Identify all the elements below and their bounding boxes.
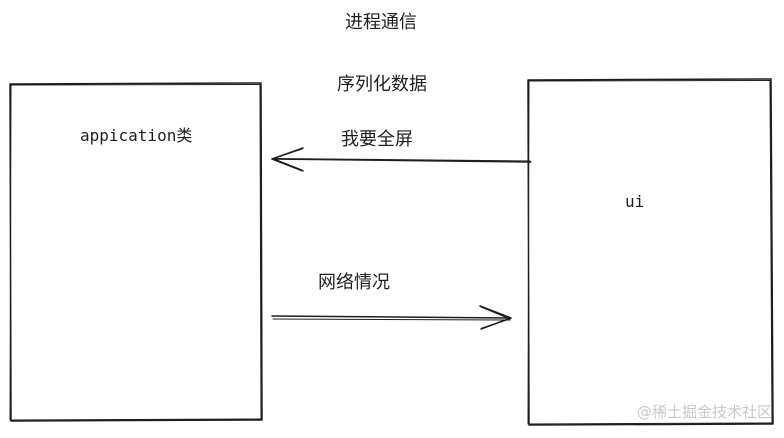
request-arrow: [271, 147, 532, 172]
serialized-data-label: 序列化数据: [337, 74, 427, 95]
ui-box-label: ui: [625, 192, 645, 211]
network-arrow: [271, 305, 512, 330]
application-box: [9, 82, 263, 422]
request-arrow-label: 我要全屏: [341, 129, 413, 150]
application-box-label: appication类: [80, 126, 193, 145]
watermark: @稀土掘金技术社区: [636, 403, 772, 421]
network-arrow-label: 网络情况: [318, 272, 390, 293]
diagram-title: 进程通信: [345, 12, 417, 33]
ui-box: [527, 78, 774, 426]
